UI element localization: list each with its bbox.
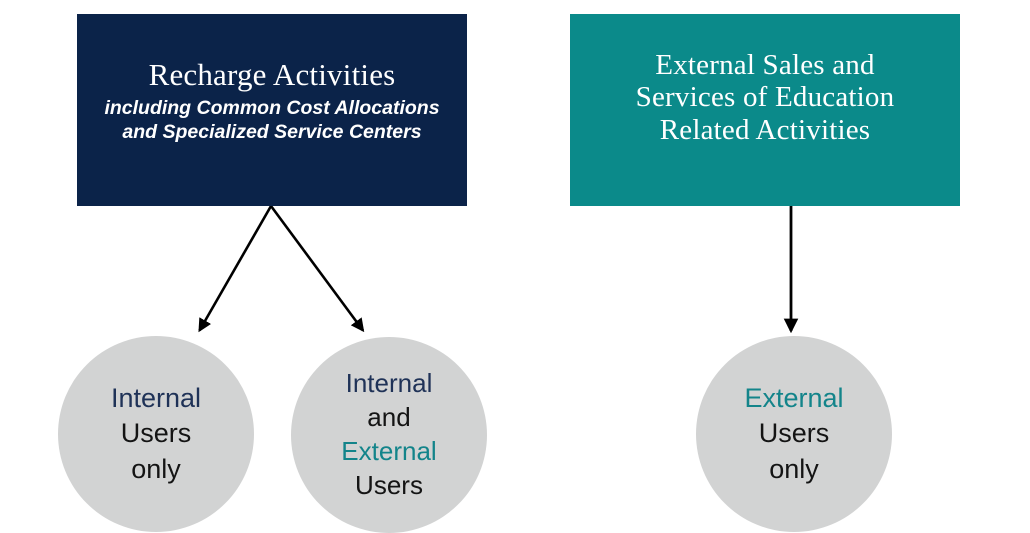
circle-external-only-line-3: only xyxy=(769,453,819,484)
box-external-sales-title-line-1: External Sales and xyxy=(655,49,875,81)
box-recharge-subtitle-line-1: including Common Cost Allocations xyxy=(104,96,440,119)
connector-recharge-to-internal-and-external xyxy=(269,205,365,333)
box-recharge-subtitle: including Common Cost Allocations and Sp… xyxy=(94,97,449,145)
circle-internal-external-line-1: Internal xyxy=(345,368,433,399)
box-external-sales-title-line-3: Related Activities xyxy=(659,113,871,146)
box-recharge-title: Recharge Activities xyxy=(148,57,396,92)
circle-internal-only-line-1: Internal xyxy=(110,382,202,413)
connector-recharge-to-internal-only xyxy=(198,205,273,333)
circle-internal-users-only: Internal Users only xyxy=(58,336,254,532)
box-external-sales-title: External Sales and Services of Education… xyxy=(610,49,921,146)
circle-internal-external-line-3: External xyxy=(341,436,437,466)
box-external-sales-title-line-2: Services of Education xyxy=(635,81,895,114)
circle-internal-external-line-4: Users xyxy=(355,469,423,500)
box-recharge-activities: Recharge Activities including Common Cos… xyxy=(77,14,467,206)
box-external-sales-services: External Sales and Services of Education… xyxy=(570,14,960,206)
circle-external-users-only: External Users only xyxy=(696,336,892,532)
circle-internal-only-line-2: Users xyxy=(120,418,192,449)
circle-internal-external-line-2: and xyxy=(367,402,411,433)
circle-internal-only-line-3: only xyxy=(131,453,181,484)
circle-external-only-line-2: Users xyxy=(758,418,830,449)
box-recharge-subtitle-line-2: and Specialized Service Centers xyxy=(122,120,422,143)
circle-external-only-line-1: External xyxy=(744,382,844,413)
circle-internal-and-external-users: Internal and External Users xyxy=(291,337,487,533)
